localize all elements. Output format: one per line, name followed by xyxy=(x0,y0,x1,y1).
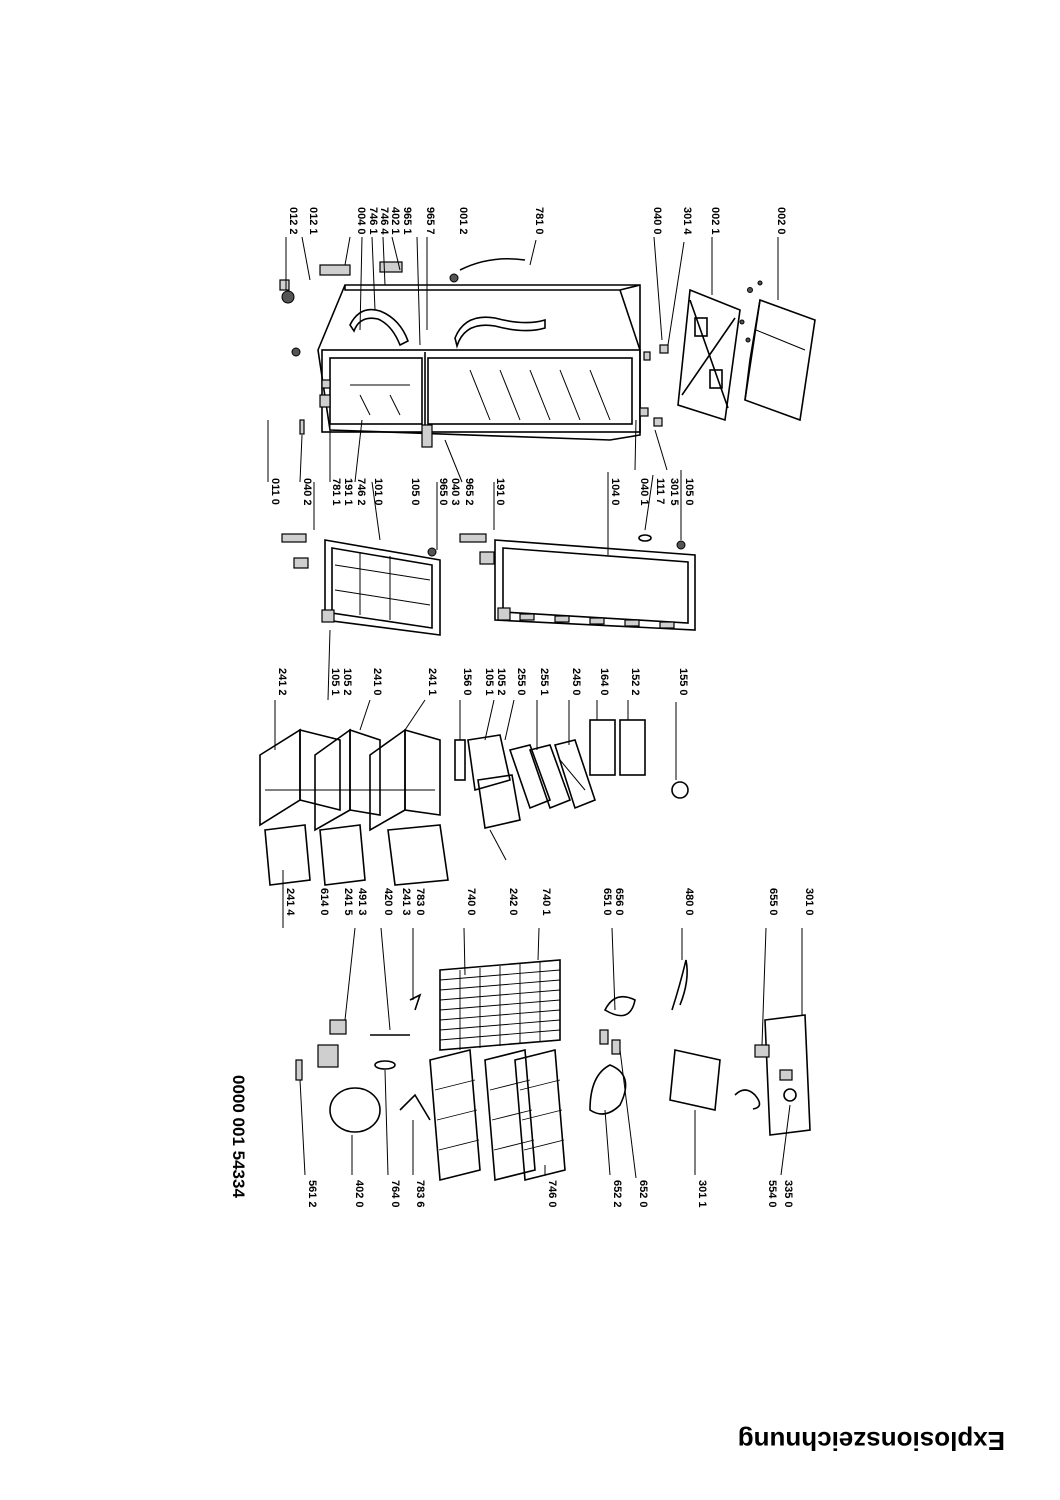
part-label-491-3: 491 3 xyxy=(356,888,368,916)
part-label-152-2: 152 2 xyxy=(629,668,641,696)
part-label-301-0: 301 0 xyxy=(803,888,815,916)
part-label-105-1-b: 105 1 xyxy=(329,668,341,696)
drawing-code: 0000 001 54334 xyxy=(229,1075,248,1198)
part-label-301-1: 301 1 xyxy=(696,1180,708,1208)
part-label-420-0: 420 0 xyxy=(382,888,394,916)
top-frame xyxy=(677,288,741,422)
part-label-012-2: 012 2 xyxy=(287,207,299,235)
top-cover-panel xyxy=(744,298,816,422)
part-label-965-2: 965 2 xyxy=(463,478,475,506)
part-label-561-2: 561 2 xyxy=(306,1180,318,1208)
part-label-781-0: 781 0 xyxy=(533,207,545,235)
part-label-004-0: 004 0 xyxy=(355,207,367,235)
cabinet-gasket-wave xyxy=(349,308,546,349)
part-label-156-0: 156 0 xyxy=(461,668,473,696)
part-label-191-1: 191 1 xyxy=(342,478,354,506)
page-title: Explosionszeichnung xyxy=(738,1426,1005,1456)
part-label-965-7: 965 7 xyxy=(424,207,436,235)
part-label-101-0: 101 0 xyxy=(372,478,384,506)
part-label-965-0: 965 0 xyxy=(437,478,449,506)
compressor-assembly xyxy=(295,993,431,1133)
part-label-480-0: 480 0 xyxy=(683,888,695,916)
part-label-255-1: 255 1 xyxy=(538,668,550,696)
part-label-245-0: 245 0 xyxy=(570,668,582,696)
door-racks xyxy=(589,719,689,799)
part-label-614-0: 614 0 xyxy=(318,888,330,916)
part-label-105-1-a: 105 1 xyxy=(483,668,495,696)
part-label-652-0: 652 0 xyxy=(637,1180,649,1208)
part-label-255-0: 255 0 xyxy=(515,668,527,696)
part-label-105-2-b: 105 2 xyxy=(341,668,353,696)
part-label-040-0: 040 0 xyxy=(651,207,663,235)
cabinet-body xyxy=(317,284,641,441)
freezer-drawers xyxy=(259,728,441,832)
part-label-155-0: 155 0 xyxy=(677,668,689,696)
part-label-781-1: 781 1 xyxy=(330,478,342,506)
part-label-402-1: 402 1 xyxy=(389,207,401,235)
part-label-301-4: 301 4 xyxy=(681,207,693,235)
part-label-746-1: 746 1 xyxy=(367,207,379,235)
part-label-241-0: 241 0 xyxy=(371,668,383,696)
part-label-740-1: 740 1 xyxy=(540,888,552,916)
part-label-241-3: 241 3 xyxy=(400,888,412,916)
part-label-040-1: 040 1 xyxy=(638,478,650,506)
part-label-241-5: 241 5 xyxy=(342,888,354,916)
part-label-242-0: 242 0 xyxy=(507,888,519,916)
part-label-164-0: 164 0 xyxy=(598,668,610,696)
crisper-boxes xyxy=(454,734,521,829)
part-label-335-0: 335 0 xyxy=(782,1180,794,1208)
drawer-covers xyxy=(264,824,449,886)
part-label-011-0: 011 0 xyxy=(269,478,281,505)
part-label-012-1: 012 1 xyxy=(307,207,319,235)
part-label-783-0: 783 0 xyxy=(414,888,426,916)
part-label-191-0: 191 0 xyxy=(494,478,506,506)
part-label-001-2: 001 2 xyxy=(457,207,469,235)
part-label-105-2-a: 105 2 xyxy=(495,668,507,696)
part-label-554-0: 554 0 xyxy=(766,1180,778,1208)
part-label-783-6: 783 6 xyxy=(414,1180,426,1208)
fridge-door xyxy=(459,533,696,631)
part-label-655-0: 655 0 xyxy=(767,888,779,916)
part-label-746-2: 746 2 xyxy=(355,478,367,506)
part-label-651-0: 651 0 xyxy=(601,888,613,916)
part-label-105-0-a: 105 0 xyxy=(683,478,695,506)
part-label-241-1: 241 1 xyxy=(426,668,438,696)
part-label-746-4: 746 4 xyxy=(378,207,390,235)
part-label-105-0-b: 105 0 xyxy=(409,478,421,506)
control-panel-strip xyxy=(734,1014,811,1136)
wiring-harness xyxy=(671,959,688,1011)
part-label-111-7: 111 7 xyxy=(654,478,666,504)
part-label-746-0: 746 0 xyxy=(546,1180,558,1208)
freezer-door xyxy=(281,533,441,636)
part-label-241-4: 241 4 xyxy=(284,888,296,916)
part-label-104-0: 104 0 xyxy=(609,478,621,506)
part-label-652-2: 652 2 xyxy=(611,1180,623,1208)
part-label-656-0: 656 0 xyxy=(613,888,625,916)
part-label-764-0: 764 0 xyxy=(389,1180,401,1208)
lamp-housing-parts xyxy=(589,995,636,1115)
small-fasteners xyxy=(279,257,763,448)
glass-shelves xyxy=(508,739,596,810)
condenser-grid xyxy=(439,959,561,1051)
part-label-002-0: 002 0 xyxy=(775,207,787,235)
evaporator-shelves xyxy=(429,1048,566,1182)
thermostat-cover xyxy=(669,1049,721,1111)
part-label-241-2: 241 2 xyxy=(276,668,288,696)
part-label-040-3: 040 3 xyxy=(449,478,461,506)
part-label-040-2: 040 2 xyxy=(301,478,313,506)
part-label-002-1: 002 1 xyxy=(709,207,721,235)
part-label-965-1: 965 1 xyxy=(401,207,413,235)
part-label-402-0: 402 0 xyxy=(353,1180,365,1208)
leader-lines xyxy=(267,236,803,1179)
part-label-301-5: 301 5 xyxy=(668,478,680,506)
part-label-740-0: 740 0 xyxy=(465,888,477,916)
part-labels: 002 0 002 1 301 4 040 0 781 0 001 2 965 … xyxy=(269,207,815,1208)
